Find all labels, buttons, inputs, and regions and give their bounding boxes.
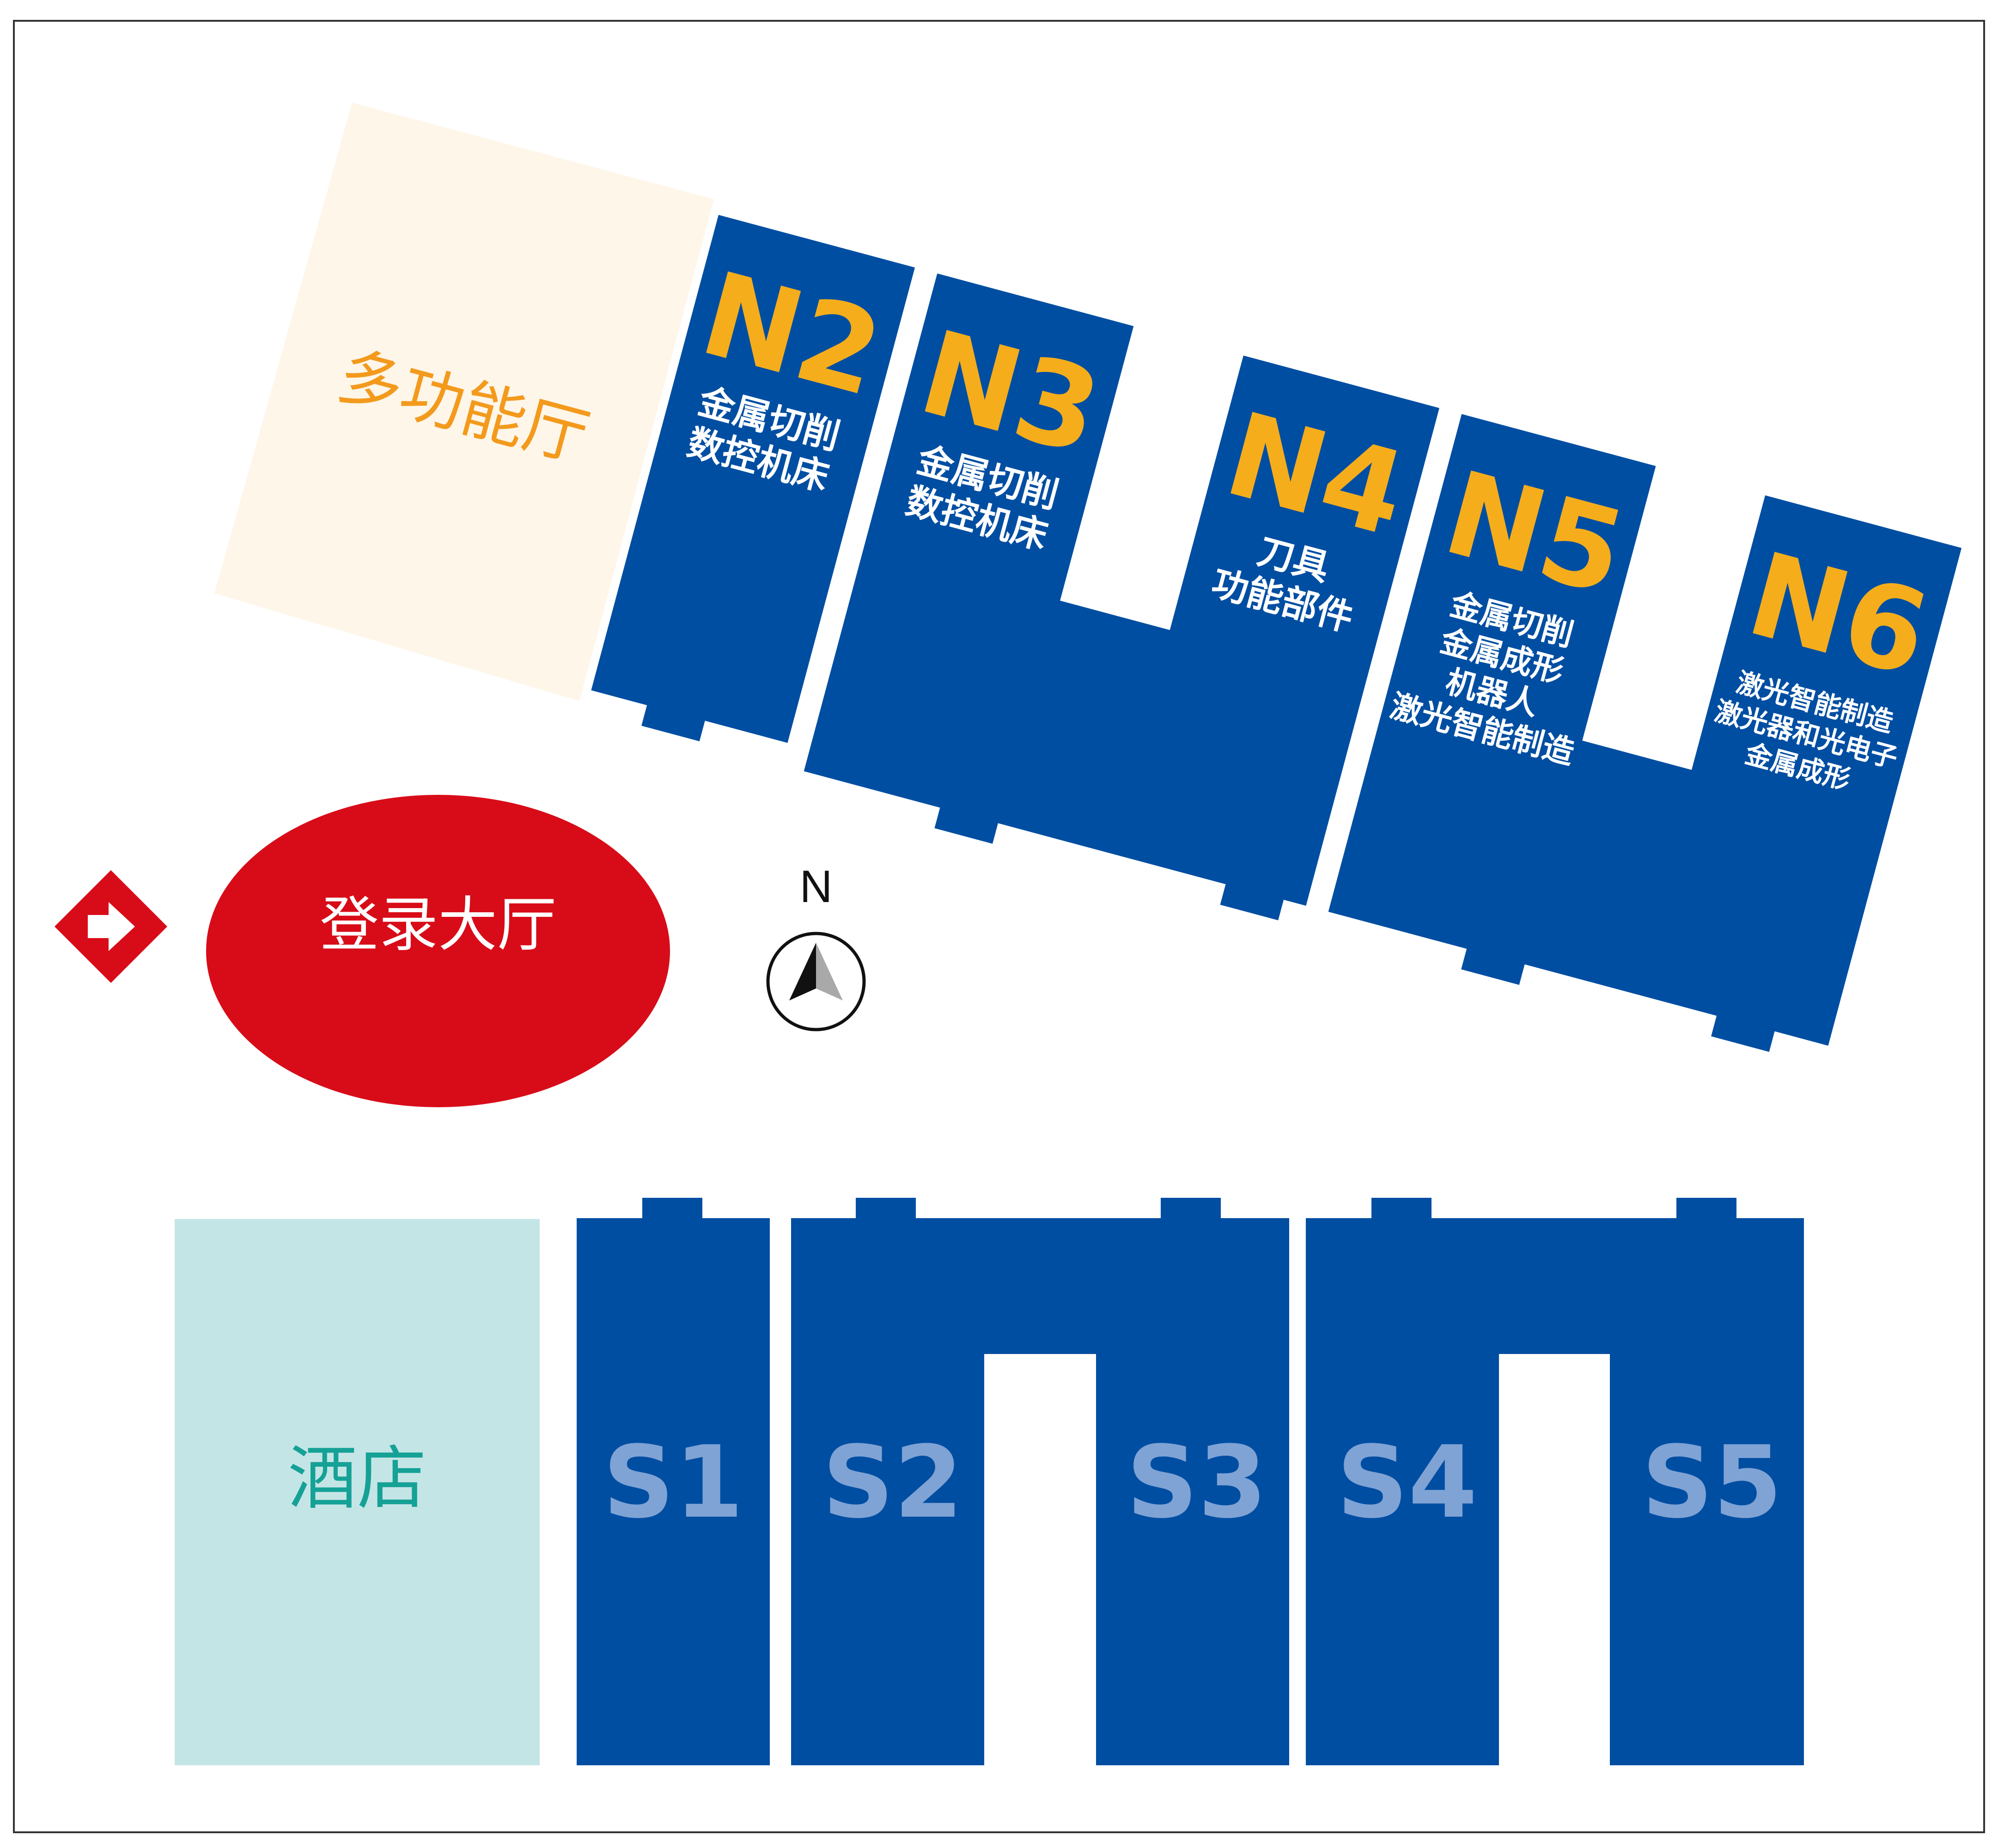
south-hall-code: S1 bbox=[603, 1424, 743, 1540]
north-dock bbox=[1220, 883, 1284, 921]
north-dock bbox=[849, 760, 913, 797]
hall-n2[interactable] bbox=[591, 215, 915, 743]
hall-s1[interactable] bbox=[577, 1218, 770, 1765]
multi-function-hall[interactable]: 多功能厅 bbox=[214, 103, 714, 701]
south-dock bbox=[1371, 1198, 1431, 1219]
hotel[interactable]: 酒店 bbox=[175, 1219, 540, 1765]
north-dock bbox=[1711, 1015, 1775, 1052]
hall-n5-n6[interactable] bbox=[1328, 414, 1962, 1046]
entrance-arrow-icon[interactable] bbox=[55, 870, 167, 983]
south-hall-code: S3 bbox=[1127, 1424, 1267, 1540]
north-dock bbox=[1065, 818, 1129, 855]
north-dock bbox=[934, 806, 999, 844]
south-dock bbox=[856, 1198, 916, 1219]
south-dock bbox=[1161, 1198, 1221, 1219]
north-dock bbox=[1349, 894, 1413, 931]
north-dock bbox=[641, 704, 706, 742]
south-hall-code: S4 bbox=[1337, 1424, 1477, 1540]
south-dock bbox=[642, 1198, 702, 1219]
hall-s2-s3[interactable] bbox=[791, 1218, 1289, 1765]
south-dock bbox=[1676, 1198, 1736, 1219]
registration-lobby-label: 登录大厅 bbox=[320, 890, 556, 959]
compass: N bbox=[766, 861, 866, 1031]
compass-label: N bbox=[800, 861, 833, 912]
north-dock bbox=[1563, 951, 1627, 988]
registration-lobby[interactable]: 登录大厅 bbox=[206, 795, 670, 1107]
hotel-label: 酒店 bbox=[288, 1439, 426, 1519]
south-hall-code: S5 bbox=[1642, 1424, 1782, 1540]
hall-n3-n4[interactable] bbox=[804, 273, 1439, 906]
south-hall-code: S2 bbox=[822, 1424, 963, 1540]
north-dock bbox=[1461, 948, 1525, 985]
north-arrow-icon bbox=[789, 943, 843, 1000]
hall-s4-s5[interactable] bbox=[1306, 1218, 1804, 1765]
south-halls: S1 S2 S3 S4 S5 bbox=[577, 1198, 1804, 1765]
